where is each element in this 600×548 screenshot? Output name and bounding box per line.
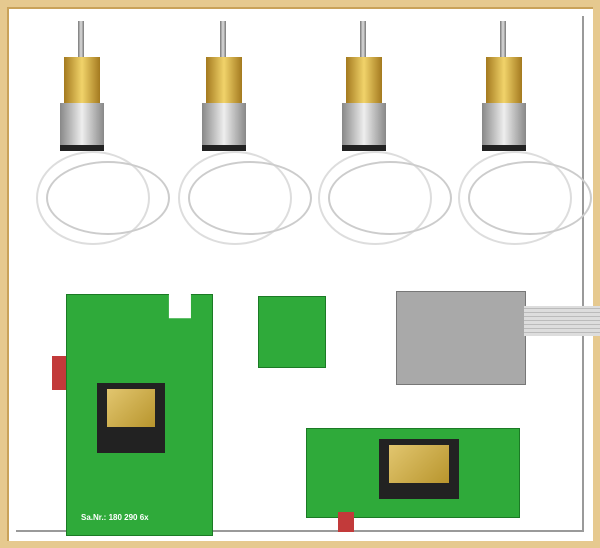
small-driver-pcb	[258, 296, 326, 368]
controller-pcb-left: Sa.Nr.: 180 290 6x	[66, 294, 213, 536]
gear-motor-3	[318, 21, 458, 261]
controller-pcb-right	[306, 428, 520, 518]
grey-servo-box	[396, 291, 526, 385]
product-photo: Sa.Nr.: 180 290 6x	[16, 16, 600, 536]
red-switch	[52, 356, 66, 390]
ribbon-cable	[524, 306, 600, 336]
red-switch-2	[338, 512, 354, 532]
wifi-module-2	[379, 439, 459, 499]
serial-number-label: Sa.Nr.: 180 290 6x	[81, 513, 149, 522]
gear-motor-2	[178, 21, 318, 261]
wifi-module	[97, 383, 165, 453]
gear-motor-1	[36, 21, 176, 261]
gear-motor-4	[458, 21, 598, 261]
